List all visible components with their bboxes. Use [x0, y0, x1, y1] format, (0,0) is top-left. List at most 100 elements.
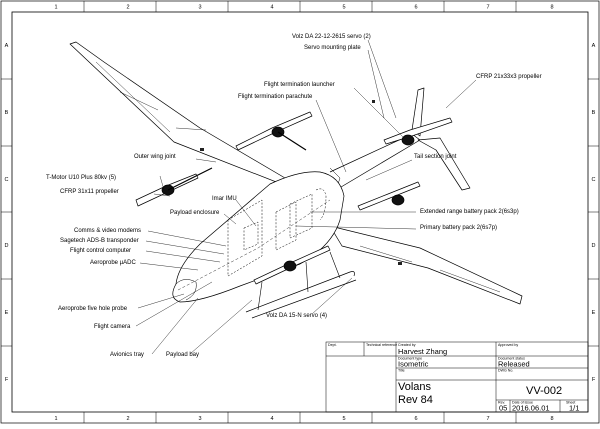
horizontal-tail	[417, 137, 471, 191]
imar-imu	[243, 221, 259, 251]
label-aeroprobe-five-hole: Aeroprobe five hole probe	[58, 306, 128, 312]
sheet-label: Sheet	[566, 401, 575, 405]
label-sagetech-transponder: Sagetech ADS-B transponder	[60, 238, 139, 244]
label-payload-enclosure: Payload enclosure	[170, 210, 220, 216]
zone-row-e-left: E	[5, 310, 9, 316]
rev-label: Rev.	[498, 401, 505, 405]
label-flight-camera: Flight camera	[94, 324, 131, 330]
label-flight-termination-parachute: Flight termination parachute	[238, 94, 313, 100]
skid-right	[251, 279, 357, 319]
wing-servos	[200, 100, 402, 265]
label-outer-wing-joint: Outer wing joint	[134, 154, 176, 160]
zone-col-8-top: 8	[550, 5, 553, 11]
zone-row-b-left: B	[5, 110, 9, 116]
label-servo-volz-da-22: Volz DA 22-12-2615 servo (2)	[292, 34, 371, 40]
internal-components	[227, 188, 327, 277]
document-type-value: Isometric	[398, 360, 429, 369]
battery-primary	[275, 201, 297, 251]
zone-col-3-bottom: 3	[198, 416, 201, 422]
zone-row-a-left: A	[5, 43, 9, 49]
zone-row-b-right: B	[592, 110, 596, 116]
zone-col-4-top: 4	[270, 5, 273, 11]
zone-col-2-top: 2	[126, 5, 129, 11]
created-by-label: Created by	[398, 343, 416, 347]
motor-5	[283, 260, 297, 272]
zone-col-4-bottom: 4	[270, 416, 273, 422]
label-primary-battery: Primary battery pack 2(6s7p)	[420, 225, 497, 231]
label-payload-bay: Payload bay	[166, 352, 199, 358]
dept-label: Dept.	[328, 343, 337, 347]
upper-left-propeller-assembly	[235, 111, 313, 151]
rear-propeller-assembly	[383, 117, 453, 146]
zone-col-3-top: 3	[198, 5, 201, 11]
zone-col-5-top: 5	[342, 5, 345, 11]
callout-labels: Volz DA 22-12-2615 servo (2) Servo mount…	[46, 34, 542, 358]
technical-reference-label: Technical reference	[366, 343, 397, 347]
zone-row-d-right: D	[592, 243, 596, 249]
fuselage	[172, 171, 345, 303]
label-servo-volz-da-15: Volz DA 15-N servo (4)	[266, 313, 327, 319]
propeller-blades-4	[357, 181, 421, 211]
label-tail-section-joint: Tail section joint	[414, 154, 457, 160]
zone-col-1-bottom: 1	[54, 416, 57, 422]
drawing-number: VV-002	[526, 385, 562, 397]
dwg-no-label: DWG No.	[498, 369, 513, 373]
label-flight-control-computer: Flight control computer	[70, 248, 131, 254]
nose-section	[175, 279, 197, 301]
document-type-label: Document type	[398, 357, 422, 361]
payload-enclosure	[227, 199, 263, 277]
motor-3	[401, 134, 415, 146]
leader-lines	[135, 39, 477, 355]
label-tmotor-u10: T-Motor U10 Plus 80kv (5)	[46, 175, 116, 181]
rev-value: 05	[499, 404, 507, 413]
motor-4	[391, 194, 405, 206]
document-status-value: Released	[498, 360, 530, 369]
zone-col-5-bottom: 5	[342, 416, 345, 422]
zone-row-c-right: C	[592, 177, 596, 183]
drawing-title-line-2: Rev 84	[398, 394, 433, 406]
title-label: Title	[398, 369, 405, 373]
tail-boom	[329, 133, 421, 191]
right-propeller-assembly	[357, 181, 421, 211]
zone-row-a-right: A	[592, 43, 596, 49]
zone-row-d-left: D	[5, 243, 9, 249]
skid-left	[245, 271, 355, 313]
skid-struts	[257, 251, 341, 311]
zone-col-6-bottom: 6	[414, 416, 417, 422]
zone-col-1-top: 1	[54, 5, 57, 11]
label-avionics-tray: Avionics tray	[110, 352, 144, 358]
label-flight-termination-launcher: Flight termination launcher	[264, 82, 335, 88]
zone-row-e-right: E	[592, 310, 596, 316]
right-wing-control-lines	[359, 245, 501, 293]
title-block-grid	[325, 341, 589, 413]
document-status-label: Document status	[498, 357, 525, 361]
lower-propeller-assembly	[253, 245, 331, 285]
left-wing	[69, 41, 313, 197]
label-extended-battery: Extended range battery pack 2(6s3p)	[420, 209, 519, 215]
landing-gear	[245, 251, 357, 319]
front-left-propeller-assembly	[135, 167, 213, 207]
right-wing	[329, 225, 523, 305]
zone-col-6-top: 6	[414, 5, 417, 11]
date-of-issue-label: Date of issue	[512, 401, 533, 405]
date-of-issue-value: 2016.06.01	[512, 404, 550, 413]
label-servo-mounting-plate: Servo mounting plate	[304, 45, 361, 51]
zone-row-f-left: F	[5, 377, 9, 383]
drawing-title-line-1: Volans	[398, 381, 432, 393]
sheet-value: 1/1	[569, 404, 579, 413]
label-imar-imu: Imar IMU	[212, 196, 237, 202]
zone-col-8-bottom: 8	[550, 416, 553, 422]
left-wing-flap-lines	[95, 61, 207, 133]
zone-col-7-top: 7	[486, 5, 489, 11]
zone-row-c-left: C	[5, 177, 9, 183]
zone-col-7-bottom: 7	[486, 416, 489, 422]
zone-col-2-bottom: 2	[126, 416, 129, 422]
label-aeroprobe-uadc: Aeroprobe µADC	[90, 260, 136, 266]
aircraft-isometric	[69, 41, 523, 319]
label-comms-video-modems: Comms & video modems	[74, 228, 141, 234]
created-by-value: Harvest Zhang	[398, 347, 447, 356]
